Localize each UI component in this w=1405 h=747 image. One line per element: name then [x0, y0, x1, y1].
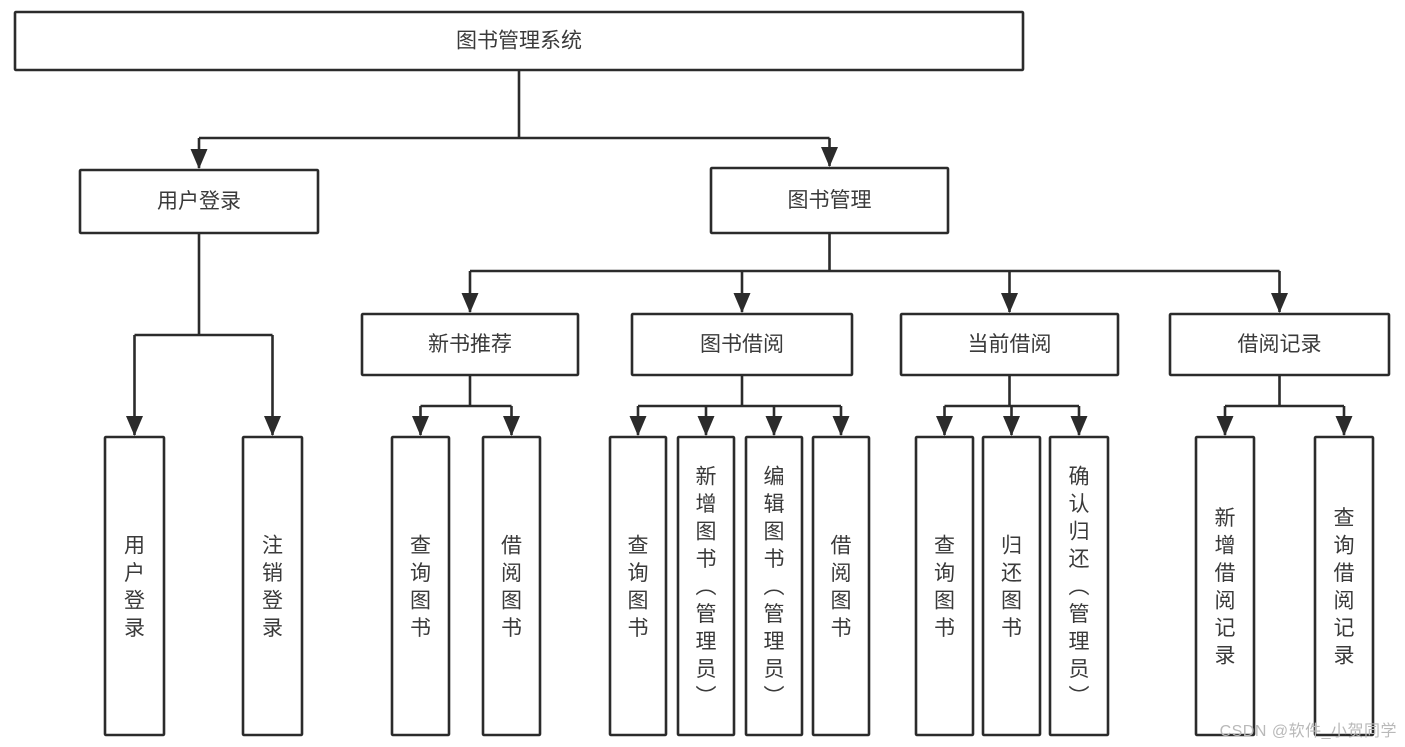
- node-box-leaf-confirm-return-admin[interactable]: [1048, 435, 1110, 737]
- node-label-current-borrow: 当前借阅: [968, 333, 1052, 356]
- node-box-user-login[interactable]: [78, 168, 320, 235]
- node-box-leaf-add-borrow-record[interactable]: [1194, 435, 1256, 737]
- node-label-leaf-return-book: 归还图书: [1001, 534, 1022, 640]
- node-label-book-borrow: 图书借阅: [700, 333, 784, 356]
- node-box-leaf-return-book[interactable]: [981, 435, 1042, 737]
- node-box-leaf-query-book-2[interactable]: [608, 435, 668, 737]
- node-label-leaf-borrow-book-2: 借阅图书: [831, 534, 852, 640]
- node-label-book-management: 图书管理: [788, 189, 872, 212]
- node-layer: 图书管理系统用户登录图书管理新书推荐图书借阅当前借阅借阅记录用户登录注销登录查询…: [13, 10, 1391, 737]
- node-label-leaf-edit-book-admin: 编辑图书︵管理员︶: [764, 466, 785, 709]
- node-box-book-management[interactable]: [709, 166, 950, 235]
- node-label-root: 图书管理系统: [456, 30, 582, 53]
- node-box-leaf-edit-book-admin[interactable]: [744, 435, 804, 737]
- node-box-leaf-add-book-admin[interactable]: [676, 435, 736, 737]
- node-box-leaf-user-login[interactable]: [103, 435, 166, 737]
- node-label-leaf-add-book-admin: 新增图书︵管理员︶: [696, 466, 717, 709]
- watermark-label: CSDN @软件_小贺同学: [1219, 723, 1397, 740]
- node-label-user-login: 用户登录: [157, 190, 241, 213]
- node-box-leaf-logout-login[interactable]: [241, 435, 304, 737]
- node-label-leaf-add-borrow-record: 新增借阅记录: [1215, 507, 1236, 668]
- node-label-leaf-query-book-3: 查询图书: [934, 534, 955, 640]
- node-box-current-borrow[interactable]: [899, 312, 1120, 377]
- connector-layer: [126, 70, 1353, 436]
- node-box-borrow-record[interactable]: [1168, 312, 1391, 377]
- node-label-leaf-query-borrow-record: 查询借阅记录: [1334, 507, 1355, 668]
- node-box-leaf-query-book-3[interactable]: [914, 435, 975, 737]
- node-label-leaf-user-login: 用户登录: [124, 534, 145, 640]
- node-box-book-borrow[interactable]: [630, 312, 854, 377]
- node-box-leaf-borrow-book-1[interactable]: [481, 435, 542, 737]
- node-box-leaf-query-borrow-record[interactable]: [1313, 435, 1375, 737]
- node-label-new-book-recommend: 新书推荐: [428, 333, 512, 356]
- node-box-new-book-recommend[interactable]: [360, 312, 580, 377]
- node-label-leaf-confirm-return-admin: 确认归还︵管理员︶: [1069, 466, 1090, 709]
- node-label-leaf-logout-login: 注销登录: [262, 534, 283, 640]
- node-box-leaf-query-book-1[interactable]: [390, 435, 451, 737]
- node-label-leaf-query-book-1: 查询图书: [410, 534, 431, 640]
- node-box-leaf-borrow-book-2[interactable]: [811, 435, 871, 737]
- node-label-borrow-record: 借阅记录: [1238, 333, 1322, 356]
- node-label-leaf-borrow-book-1: 借阅图书: [501, 534, 522, 640]
- node-label-leaf-query-book-2: 查询图书: [628, 534, 649, 640]
- node-box-root[interactable]: [13, 10, 1025, 72]
